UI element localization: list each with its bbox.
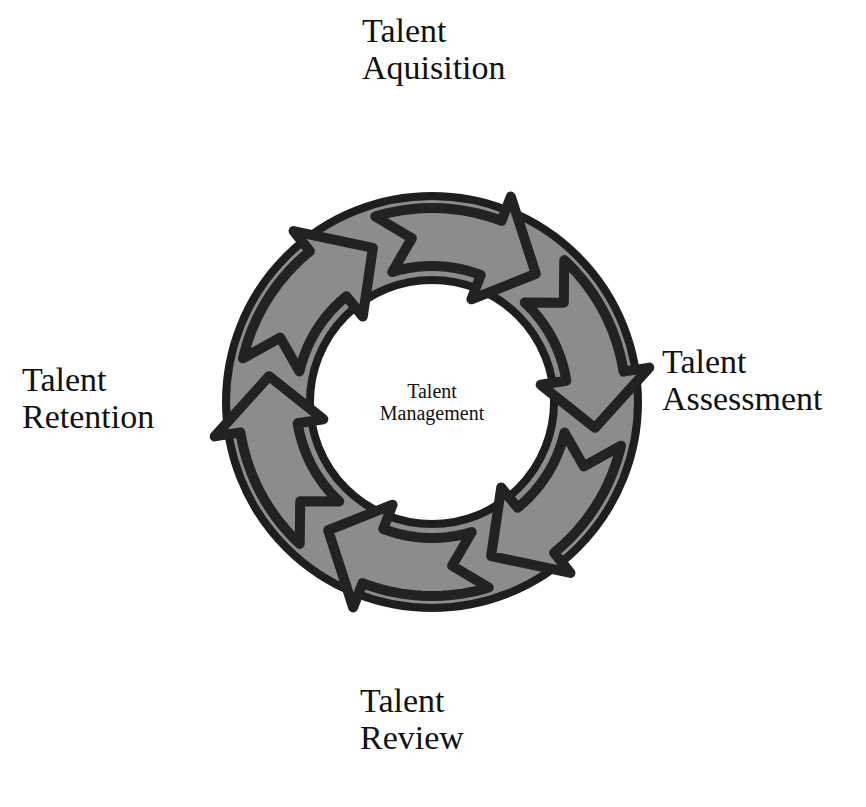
stage-label: Talent Review bbox=[360, 682, 520, 757]
cycle-arrow bbox=[525, 260, 650, 428]
cycle-arrow bbox=[328, 505, 489, 608]
cycle-arrow bbox=[375, 197, 536, 300]
stage-label: Talent Retention bbox=[22, 361, 194, 436]
cycle-arrow bbox=[215, 376, 340, 544]
cycle-arrow bbox=[243, 231, 373, 371]
cycle-arrow bbox=[491, 433, 621, 573]
center-title: Talent Management bbox=[367, 380, 497, 424]
stage-label: Talent Aquisition bbox=[362, 12, 562, 87]
stage-label: Talent Assessment bbox=[662, 343, 858, 418]
